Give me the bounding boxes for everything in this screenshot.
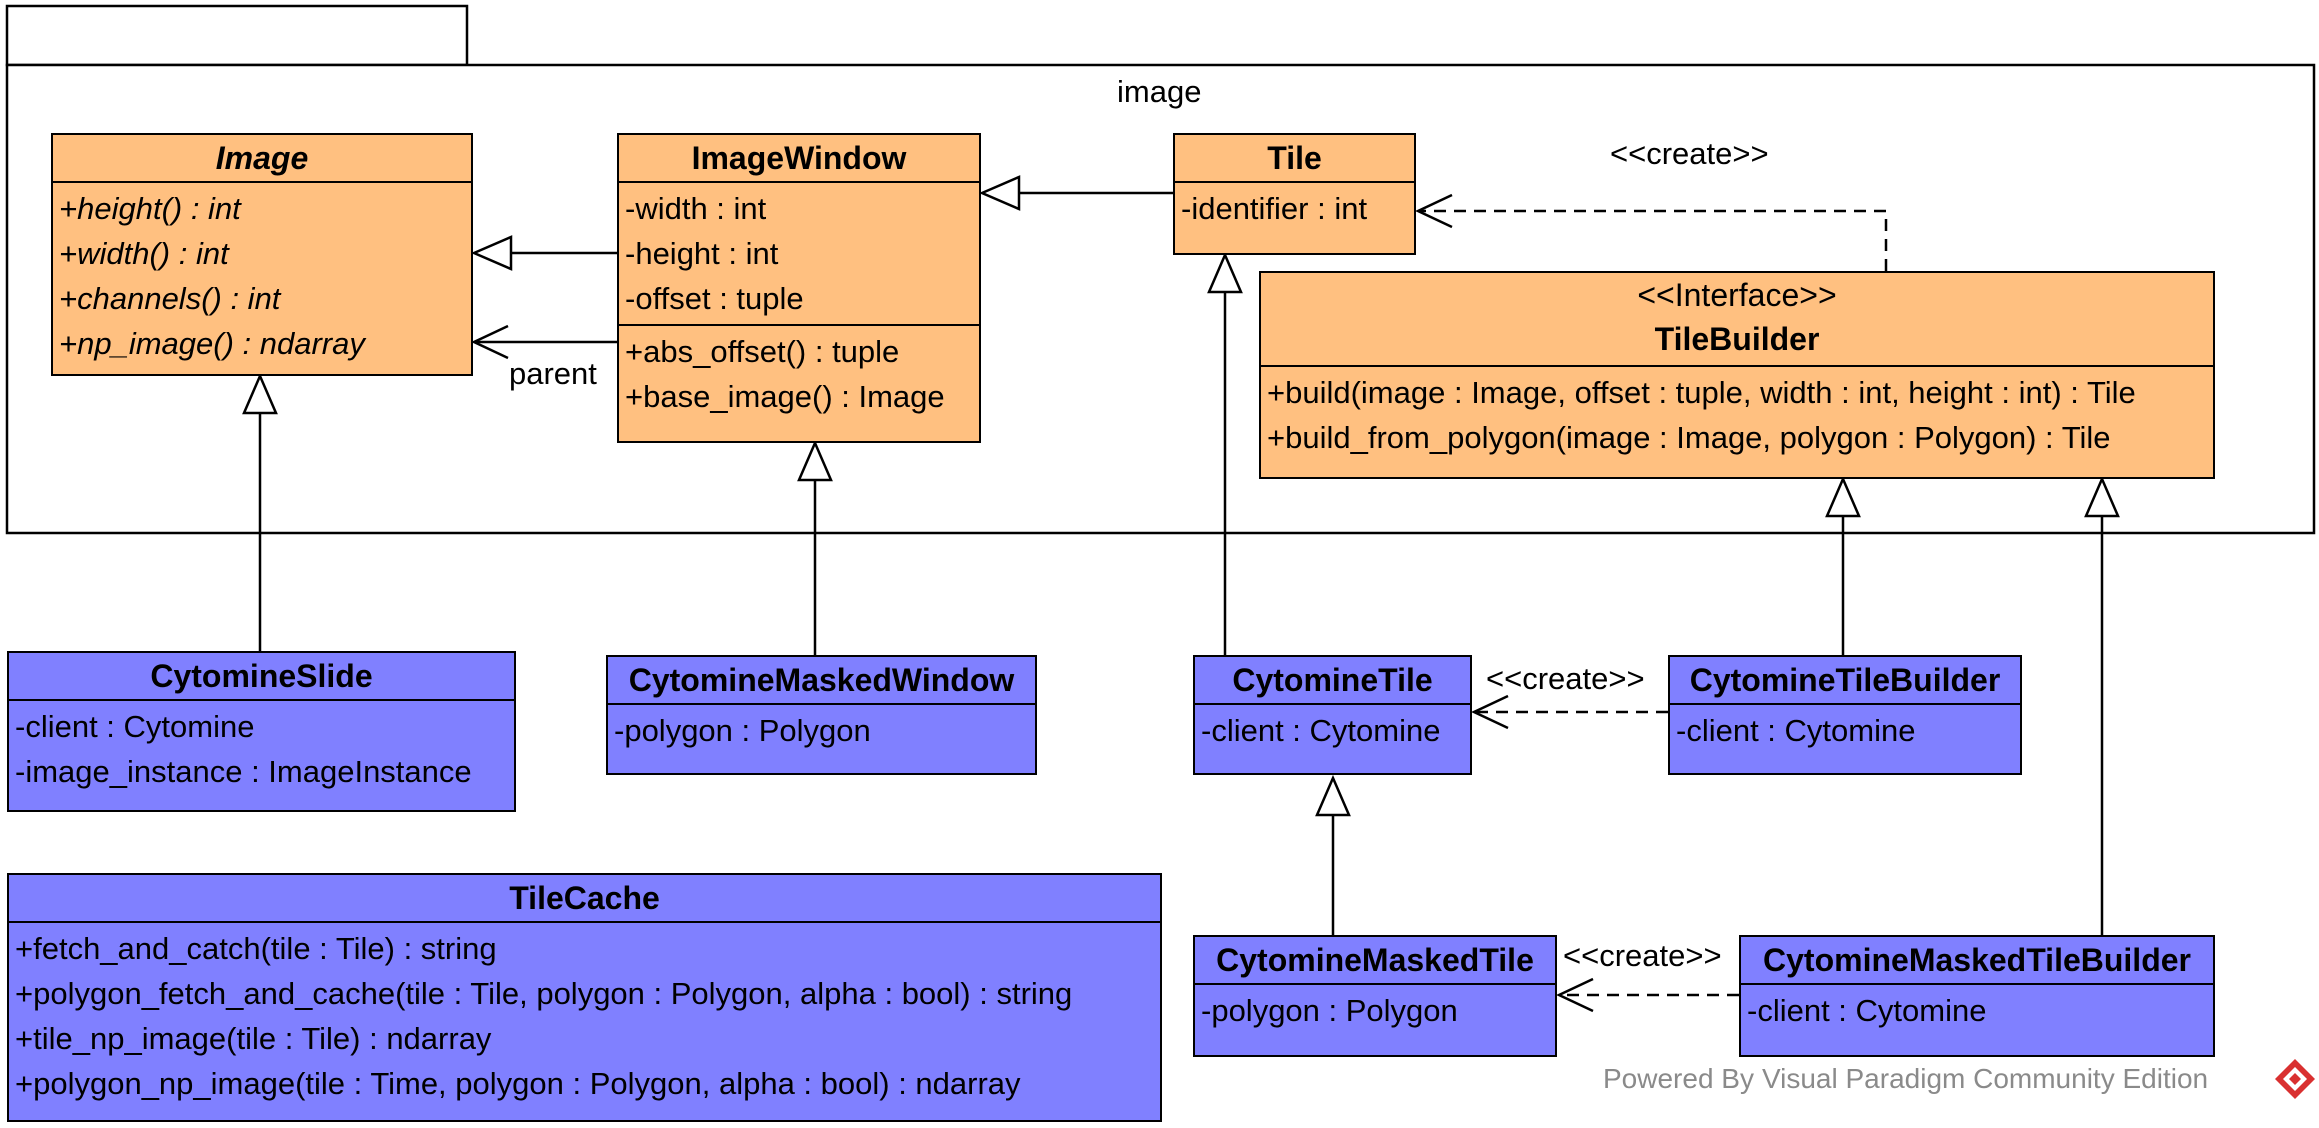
attributes-section: -client : Cytomine (1670, 705, 2020, 756)
class-tilecache[interactable]: TileCache +fetch_and_catch(tile : Tile) … (7, 873, 1162, 1122)
methods-section: +fetch_and_catch(tile : Tile) : string +… (9, 923, 1160, 1109)
attribute: -client : Cytomine (1747, 993, 1987, 1028)
attribute: -client : Cytomine (1676, 713, 1916, 748)
class-name: TileBuilder (1654, 321, 1820, 357)
attribute: -offset : tuple (625, 281, 804, 316)
class-cytominemaskedwindow[interactable]: CytomineMaskedWindow -polygon : Polygon (606, 655, 1037, 775)
class-name: TileCache (9, 875, 1160, 923)
attribute: -image_instance : ImageInstance (15, 754, 472, 789)
class-tile[interactable]: Tile -identifier : int (1173, 133, 1416, 255)
class-name: Image (53, 135, 471, 183)
method: +base_image() : Image (625, 379, 945, 414)
class-name: CytomineTile (1195, 657, 1470, 705)
methods-section: +abs_offset() : tuple +base_image() : Im… (619, 326, 979, 422)
method: +abs_offset() : tuple (625, 334, 900, 369)
attributes-section: -client : Cytomine (1741, 985, 2213, 1036)
method: +tile_np_image(tile : Tile) : ndarray (15, 1021, 492, 1056)
attribute: -height : int (625, 236, 779, 271)
attributes-section: -polygon : Polygon (1195, 985, 1555, 1036)
class-cytominemaskedtilebuilder[interactable]: CytomineMaskedTileBuilder -client : Cyto… (1739, 935, 2215, 1057)
method: +width() : int (59, 236, 229, 271)
class-cytominemaskedtile[interactable]: CytomineMaskedTile -polygon : Polygon (1193, 935, 1557, 1057)
interface-header: <<Interface>> TileBuilder (1261, 273, 2213, 367)
parent-label: parent (509, 356, 597, 391)
class-cytomineslide[interactable]: CytomineSlide -client : Cytomine -image_… (7, 651, 516, 812)
class-imagewindow[interactable]: ImageWindow -width : int -height : int -… (617, 133, 981, 443)
interface-tilebuilder[interactable]: <<Interface>> TileBuilder +build(image :… (1259, 271, 2215, 479)
class-name: Tile (1175, 135, 1414, 183)
product-name: Visual Paradigm Community Edition (1761, 1063, 2209, 1094)
method: +np_image() : ndarray (59, 326, 365, 361)
create-label-tile: <<create>> (1486, 661, 1645, 696)
class-name: CytomineTileBuilder (1670, 657, 2020, 705)
create-label-masked: <<create>> (1563, 938, 1722, 973)
dependency-create-tile (1418, 209, 1888, 271)
attribute: -polygon : Polygon (1201, 993, 1458, 1028)
package-name: image (1117, 74, 1202, 109)
attributes-section: -polygon : Polygon (608, 705, 1035, 756)
stereotype: <<Interface>> (1637, 277, 1837, 313)
attribute: -identifier : int (1181, 191, 1368, 226)
method: +channels() : int (59, 281, 281, 316)
class-cytominetilebuilder[interactable]: CytomineTileBuilder -client : Cytomine (1668, 655, 2022, 775)
class-name: CytomineSlide (9, 653, 514, 701)
class-name: CytomineMaskedTile (1195, 937, 1555, 985)
method: +polygon_np_image(tile : Time, polygon :… (15, 1066, 1021, 1101)
attribute: -client : Cytomine (15, 709, 255, 744)
attribute: -width : int (625, 191, 767, 226)
package-tab (5, 4, 469, 67)
class-name: CytomineMaskedTileBuilder (1741, 937, 2213, 985)
attributes-section: -identifier : int (1175, 183, 1414, 234)
class-cytominetile[interactable]: CytomineTile -client : Cytomine (1193, 655, 1472, 775)
method: +polygon_fetch_and_cache(tile : Tile, po… (15, 976, 1073, 1011)
attributes-section: -client : Cytomine (1195, 705, 1470, 756)
method: +height() : int (59, 191, 241, 226)
attribute: -polygon : Polygon (614, 713, 871, 748)
methods-section: +build(image : Image, offset : tuple, wi… (1261, 367, 2213, 463)
attributes-section: -width : int -height : int -offset : tup… (619, 183, 979, 326)
method: +fetch_and_catch(tile : Tile) : string (15, 931, 497, 966)
class-image[interactable]: Image +height() : int +width() : int +ch… (51, 133, 473, 376)
visual-paradigm-logo-icon (2275, 1059, 2315, 1099)
powered-by-text: Powered By (1603, 1063, 1754, 1094)
methods-section: +height() : int +width() : int +channels… (53, 183, 471, 369)
create-label-top: <<create>> (1610, 136, 1769, 171)
class-name: ImageWindow (619, 135, 979, 183)
attribute: -client : Cytomine (1201, 713, 1441, 748)
method: +build(image : Image, offset : tuple, wi… (1267, 375, 2136, 410)
class-name: CytomineMaskedWindow (608, 657, 1035, 705)
method: +build_from_polygon(image : Image, polyg… (1267, 420, 2111, 455)
attributes-section: -client : Cytomine -image_instance : Ima… (9, 701, 514, 797)
